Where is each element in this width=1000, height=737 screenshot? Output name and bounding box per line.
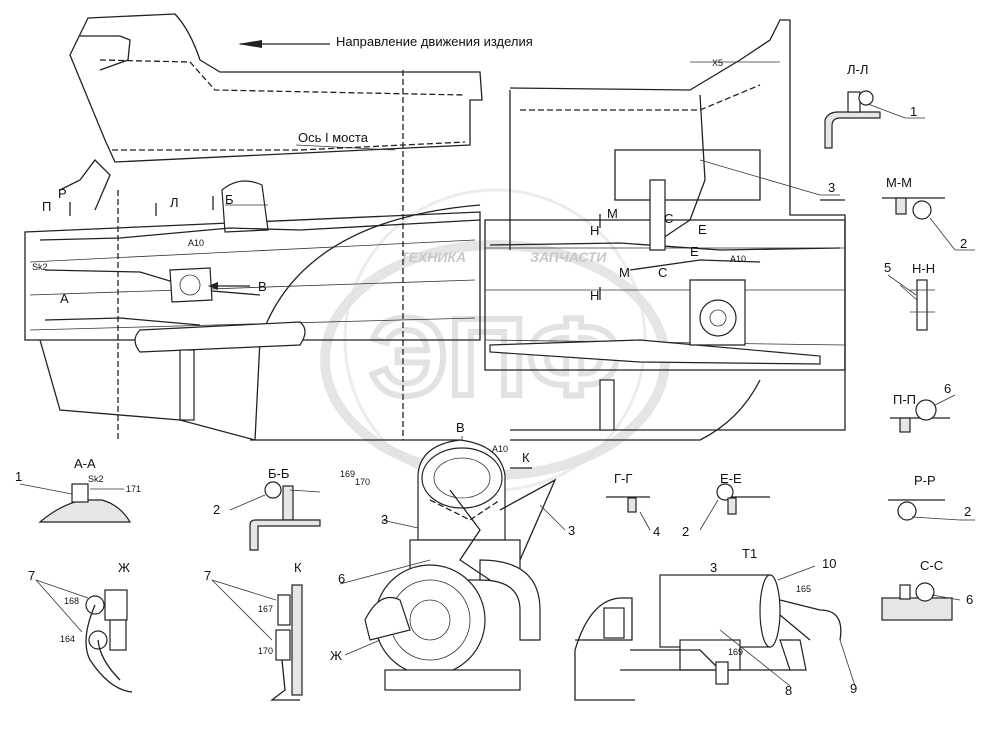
section-mm-title: М-М bbox=[886, 175, 912, 190]
view-v-callout-3a: 3 bbox=[381, 512, 388, 527]
view-v-num-b: 170 bbox=[355, 477, 370, 487]
section-nn-title: Н-Н bbox=[912, 261, 935, 276]
view-v: В А10 К 169 170 3 3 6 Ж bbox=[330, 420, 575, 691]
direction-indicator: Направление движения изделия bbox=[238, 34, 533, 49]
ref-x5: X5 bbox=[712, 58, 723, 68]
view-v-a10: А10 bbox=[492, 444, 508, 454]
section-aa-sk: Sk2 bbox=[88, 474, 104, 484]
view-v-title: В bbox=[456, 420, 465, 435]
section-nn: Н-Н 5 bbox=[884, 260, 935, 331]
section-rr-title: Р-Р bbox=[914, 473, 936, 488]
section-markers: Р П Л Б В А Sk2 A10 М Н С Е М С Е Н A10 bbox=[32, 186, 746, 306]
section-mm: М-М 2 bbox=[882, 175, 975, 251]
view-t1-callout-10: 10 bbox=[822, 556, 836, 571]
section-gg: Г-Г 4 bbox=[606, 471, 660, 539]
section-bb-title: Б-Б bbox=[268, 466, 289, 481]
section-rr-callout: 2 bbox=[964, 504, 971, 519]
callout-3-main: 3 bbox=[699, 159, 840, 196]
cut-l: Л bbox=[170, 195, 179, 210]
view-v-callout-3b: 3 bbox=[568, 523, 575, 538]
cut-p: Р bbox=[58, 186, 67, 201]
section-ll-callout: 1 bbox=[910, 104, 917, 119]
view-zh-n2: 164 bbox=[60, 634, 75, 644]
view-zh: Ж 168 164 7 bbox=[28, 560, 133, 693]
view-zh-n1: 168 bbox=[64, 596, 79, 606]
view-v-callout-6: 6 bbox=[338, 571, 345, 586]
cut-v: В bbox=[258, 279, 267, 294]
view-t1-callout-9: 9 bbox=[850, 681, 857, 696]
cut-n: Н bbox=[590, 223, 599, 238]
main-view: X5 Ось I моста bbox=[24, 13, 846, 441]
ref-a10-right: A10 bbox=[730, 254, 746, 264]
axis-caption: Ось I моста bbox=[298, 130, 369, 145]
ref-sk2: Sk2 bbox=[32, 262, 48, 272]
section-gg-title: Г-Г bbox=[614, 471, 632, 486]
section-ee: Е-Е 2 bbox=[682, 471, 770, 539]
section-ee-title: Е-Е bbox=[720, 471, 742, 486]
view-t1: T1 3 165 169 10 8 9 bbox=[574, 546, 857, 701]
section-aa: А-А Sk2 171 1 bbox=[15, 456, 141, 523]
cut-n2: Н bbox=[590, 288, 599, 303]
section-bb-callout: 2 bbox=[213, 502, 220, 517]
section-nn-callout: 5 bbox=[884, 260, 891, 275]
section-pp: П-П 6 bbox=[890, 381, 956, 433]
view-v-k: К bbox=[522, 450, 530, 465]
view-k-n2: 170 bbox=[258, 646, 273, 656]
section-pp-callout: 6 bbox=[944, 381, 951, 396]
view-t1-title: T1 bbox=[742, 546, 757, 561]
callout-3-main-num: 3 bbox=[828, 180, 835, 195]
watermark-text-right: ЗАПЧАСТИ bbox=[530, 249, 607, 265]
view-t1-n165: 165 bbox=[796, 584, 811, 594]
view-k: К 167 170 7 bbox=[204, 560, 303, 701]
section-aa-num: 171 bbox=[126, 484, 141, 494]
cut-a: А bbox=[60, 291, 69, 306]
direction-caption: Направление движения изделия bbox=[336, 34, 533, 49]
cut-e2: Е bbox=[690, 244, 699, 259]
view-t1-n169: 169 bbox=[728, 647, 743, 657]
view-k-title: К bbox=[294, 560, 302, 575]
section-ss: С-С 6 bbox=[881, 558, 973, 621]
view-zh-callout: 7 bbox=[28, 568, 35, 583]
section-ss-title: С-С bbox=[920, 558, 943, 573]
section-gg-callout: 4 bbox=[653, 524, 660, 539]
section-ll: Л-Л 1 bbox=[824, 62, 925, 149]
ref-a10-left: A10 bbox=[188, 238, 204, 248]
section-ss-callout: 6 bbox=[966, 592, 973, 607]
view-k-n1: 167 bbox=[258, 604, 273, 614]
view-v-callout-zh: Ж bbox=[330, 648, 342, 663]
view-zh-title: Ж bbox=[118, 560, 130, 575]
cut-p2: П bbox=[42, 199, 51, 214]
section-pp-title: П-П bbox=[893, 392, 916, 407]
cut-e: Е bbox=[698, 222, 707, 237]
cut-m: М bbox=[607, 206, 618, 221]
watermark-text-left: ТЕХНИКА bbox=[400, 249, 466, 265]
view-t1-num3: 3 bbox=[710, 560, 717, 575]
view-k-callout: 7 bbox=[204, 568, 211, 583]
section-bb: Б-Б 2 bbox=[213, 466, 321, 551]
section-rr: Р-Р 2 bbox=[888, 473, 975, 521]
section-aa-callout: 1 bbox=[15, 469, 22, 484]
cut-s: С bbox=[664, 211, 673, 226]
view-v-num-a: 169 bbox=[340, 469, 355, 479]
section-aa-title: А-А bbox=[74, 456, 96, 471]
view-t1-callout-8: 8 bbox=[785, 683, 792, 698]
section-ee-callout: 2 bbox=[682, 524, 689, 539]
section-ll-title: Л-Л bbox=[847, 62, 868, 77]
section-mm-callout: 2 bbox=[960, 236, 967, 251]
cut-m2: М bbox=[619, 265, 630, 280]
cut-s2: С bbox=[658, 265, 667, 280]
cut-b: Б bbox=[225, 192, 234, 207]
